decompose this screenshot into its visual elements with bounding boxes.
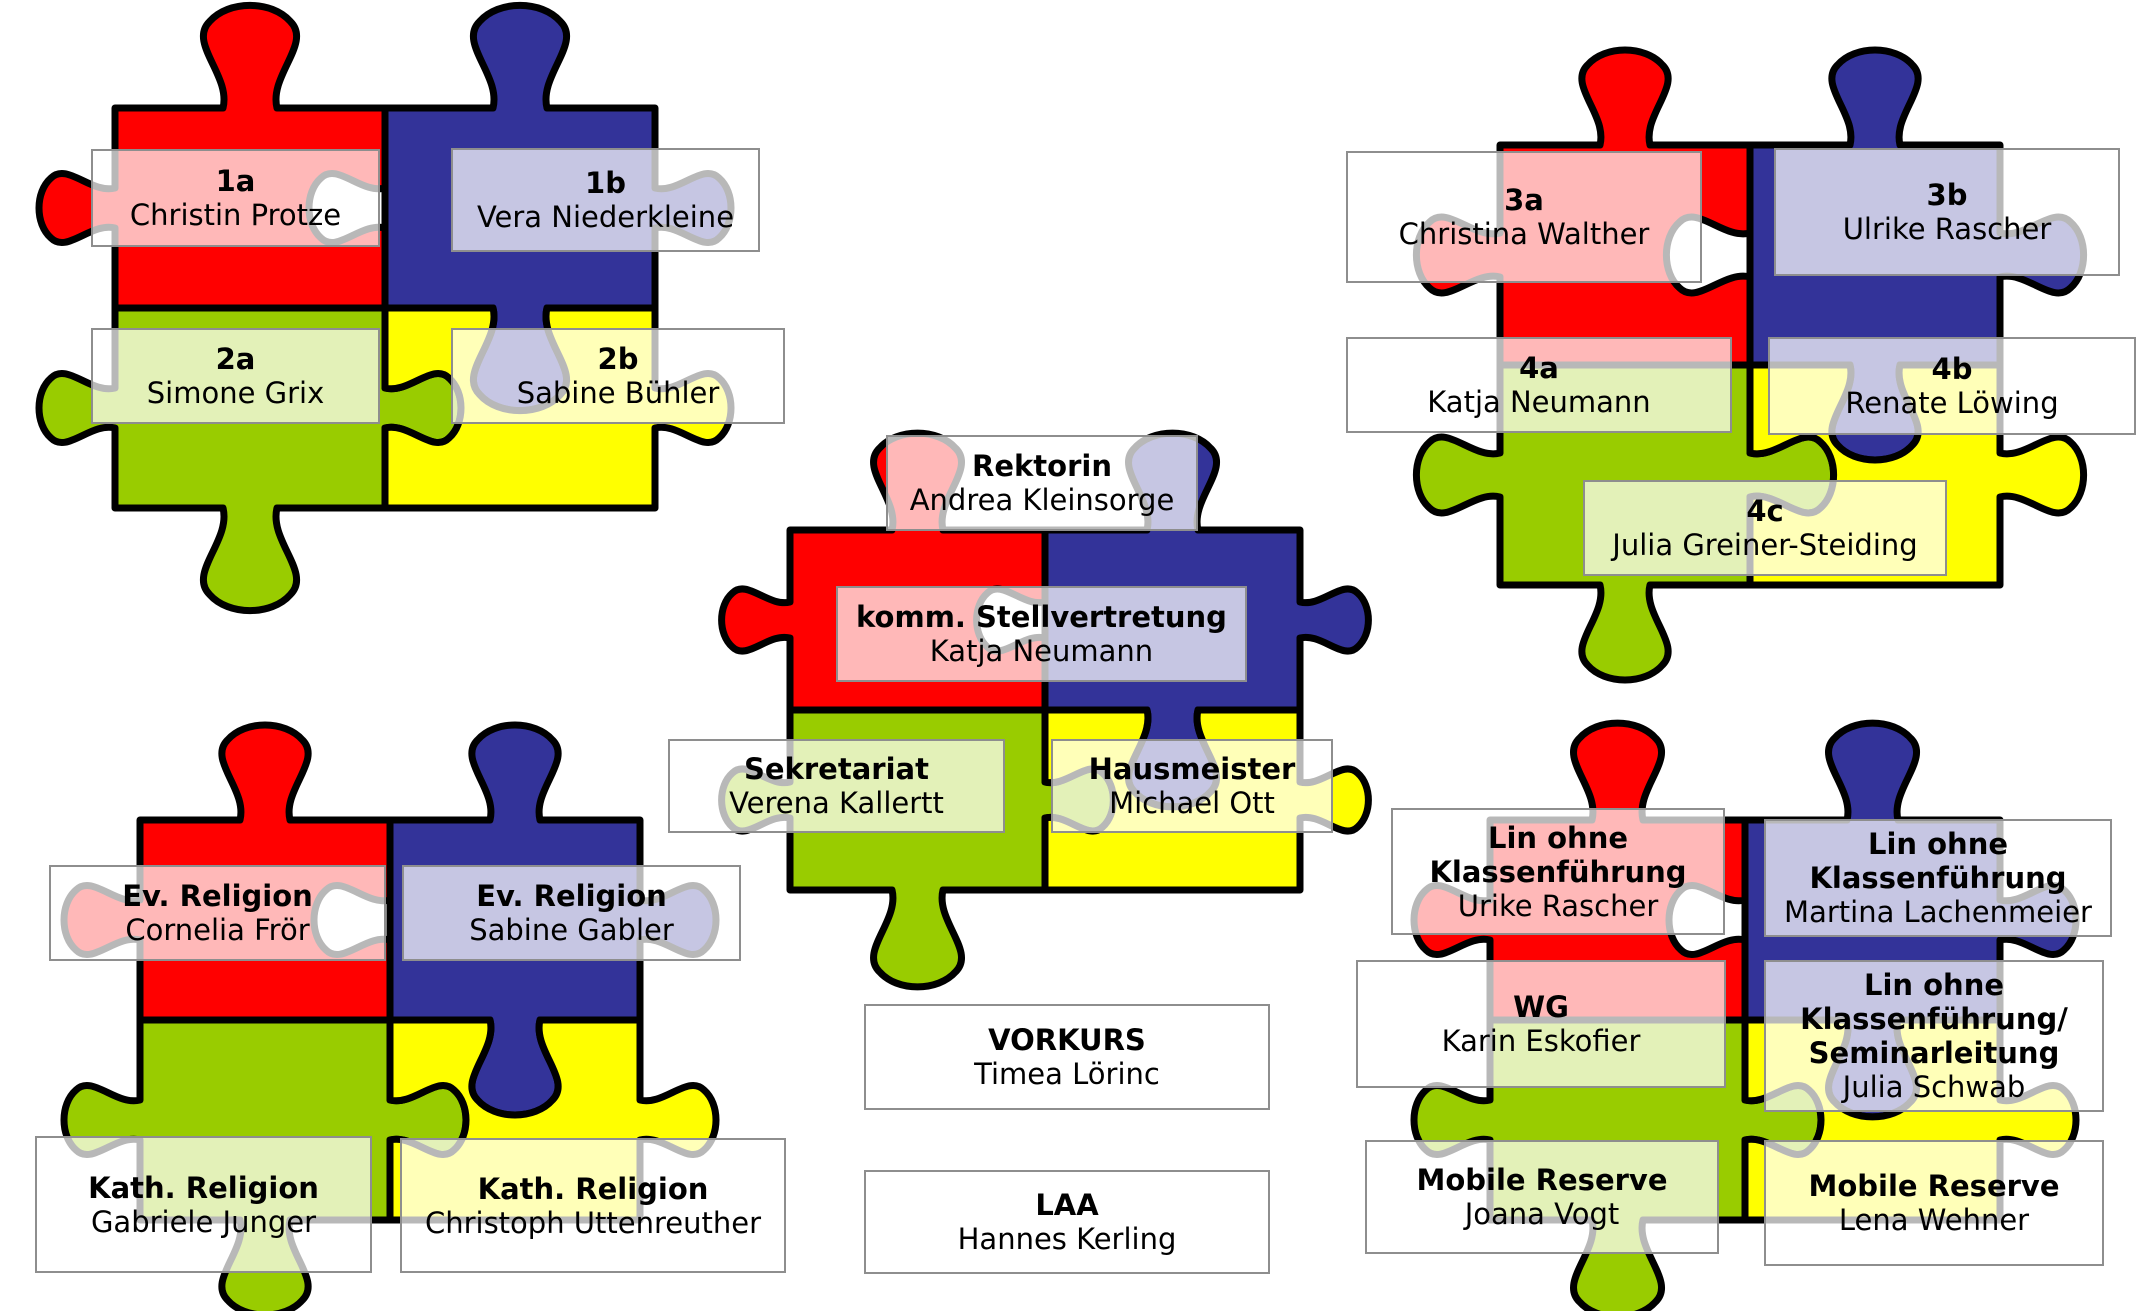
label-person: Michael Ott: [1109, 786, 1275, 820]
label-kath-religion-1: Kath. Religion Gabriele Junger: [35, 1136, 372, 1273]
label-person: Cornelia Frör: [125, 913, 310, 947]
label-stellvertretung: komm. Stellvertretung Katja Neumann: [836, 586, 1247, 682]
label-4a: 4a Katja Neumann: [1346, 337, 1732, 433]
label-mobile-reserve-1: Mobile Reserve Joana Vogt: [1365, 1140, 1719, 1254]
label-title: Lin ohne: [1863, 968, 2005, 1002]
label-ev-religion-1: Ev. Religion Cornelia Frör: [49, 865, 386, 961]
label-person: Sabine Gabler: [469, 913, 674, 947]
puzzle-cluster-top-left: [35, 2, 735, 614]
label-title: 4c: [1746, 494, 1784, 528]
label-title: Rektorin: [972, 449, 1112, 483]
label-2a: 2a Simone Grix: [91, 328, 380, 424]
label-kath-religion-2: Kath. Religion Christoph Uttenreuther: [400, 1138, 786, 1273]
label-person: Martina Lachenmeier: [1784, 895, 2092, 929]
label-person: Katja Neumann: [1427, 385, 1651, 419]
label-person: Hannes Kerling: [957, 1222, 1177, 1256]
label-sekretariat: Sekretariat Verena Kallertt: [668, 739, 1005, 833]
label-4b: 4b Renate Löwing: [1768, 337, 2136, 435]
label-title: 2b: [597, 342, 639, 376]
label-title-2: Klassenführung/: [1800, 1002, 2068, 1036]
label-person: Renate Löwing: [1845, 386, 2059, 420]
label-person: Julia Schwab: [1842, 1070, 2026, 1104]
label-person: Karin Eskofier: [1441, 1024, 1641, 1058]
label-person: Joana Vogt: [1464, 1197, 1620, 1231]
label-person: Christina Walther: [1398, 217, 1650, 251]
label-title: WG: [1513, 990, 1569, 1024]
label-person: Katja Neumann: [929, 634, 1154, 668]
label-person: Christoph Uttenreuther: [424, 1205, 762, 1240]
label-title: Mobile Reserve: [1416, 1163, 1668, 1197]
label-title: Kath. Religion: [88, 1170, 319, 1205]
label-person: Gabriele Junger: [90, 1204, 317, 1239]
label-mobile-reserve-2: Mobile Reserve Lena Wehner: [1764, 1140, 2104, 1266]
label-person: Christin Protze: [129, 198, 342, 232]
label-2b: 2b Sabine Bühler: [451, 328, 785, 424]
label-title: Mobile Reserve: [1808, 1169, 2060, 1203]
label-1b: 1b Vera Niederkleine: [451, 148, 760, 252]
label-person: Julia Greiner-Steiding: [1612, 528, 1918, 562]
label-title: Lin ohne: [1867, 827, 2009, 861]
label-3b: 3b Ulrike Rascher: [1774, 148, 2120, 276]
label-vorkurs: VORKURS Timea Lörinc: [864, 1004, 1270, 1110]
label-title: Kath. Religion: [477, 1171, 709, 1206]
label-title: 4a: [1519, 351, 1559, 385]
label-person: Lena Wehner: [1838, 1203, 2030, 1237]
label-wg: WG Karin Eskofier: [1356, 960, 1726, 1088]
label-title: 1a: [215, 164, 256, 198]
label-title-2: Klassenführung: [1429, 854, 1687, 889]
label-lin-3: Lin ohne Klassenführung/ Seminarleitung …: [1764, 960, 2104, 1112]
label-person: Ulrike Rascher: [1842, 212, 2052, 246]
label-title: LAA: [1035, 1188, 1099, 1222]
label-laa: LAA Hannes Kerling: [864, 1170, 1270, 1274]
label-title: VORKURS: [988, 1023, 1146, 1057]
label-title-2: Klassenführung: [1809, 861, 2067, 895]
label-rektorin: Rektorin Andrea Kleinsorge: [886, 435, 1198, 531]
label-person: Simone Grix: [146, 376, 325, 410]
label-lin-2: Lin ohne Klassenführung Martina Lachenme…: [1764, 819, 2112, 937]
label-title: Hausmeister: [1088, 752, 1296, 786]
label-person: Vera Niederkleine: [476, 200, 735, 234]
label-4c: 4c Julia Greiner-Steiding: [1583, 480, 1947, 576]
label-title: 1b: [585, 166, 626, 200]
label-title-3: Seminarleitung: [1808, 1036, 2060, 1070]
label-title: Sekretariat: [744, 752, 929, 786]
label-title: 3b: [1926, 178, 1968, 212]
label-ev-religion-2: Ev. Religion Sabine Gabler: [402, 865, 741, 961]
label-3a: 3a Christina Walther: [1346, 151, 1702, 283]
label-title: 3a: [1504, 183, 1544, 217]
label-person: Verena Kallertt: [729, 786, 944, 820]
label-title: 2a: [215, 342, 256, 376]
label-person: Sabine Bühler: [516, 376, 720, 410]
label-title: komm. Stellvertretung: [856, 600, 1227, 634]
label-person: Timea Lörinc: [974, 1057, 1160, 1091]
label-title: 4b: [1931, 352, 1973, 386]
label-title: Ev. Religion: [122, 879, 313, 913]
label-title: Ev. Religion: [476, 879, 667, 913]
label-1a: 1a Christin Protze: [91, 149, 380, 247]
label-title: Lin ohne: [1487, 820, 1629, 855]
label-lin-1: Lin ohne Klassenführung Urike Rascher: [1391, 808, 1725, 935]
label-person: Andrea Kleinsorge: [909, 483, 1175, 517]
label-hausmeister: Hausmeister Michael Ott: [1051, 739, 1333, 833]
label-person: Urike Rascher: [1457, 888, 1659, 923]
